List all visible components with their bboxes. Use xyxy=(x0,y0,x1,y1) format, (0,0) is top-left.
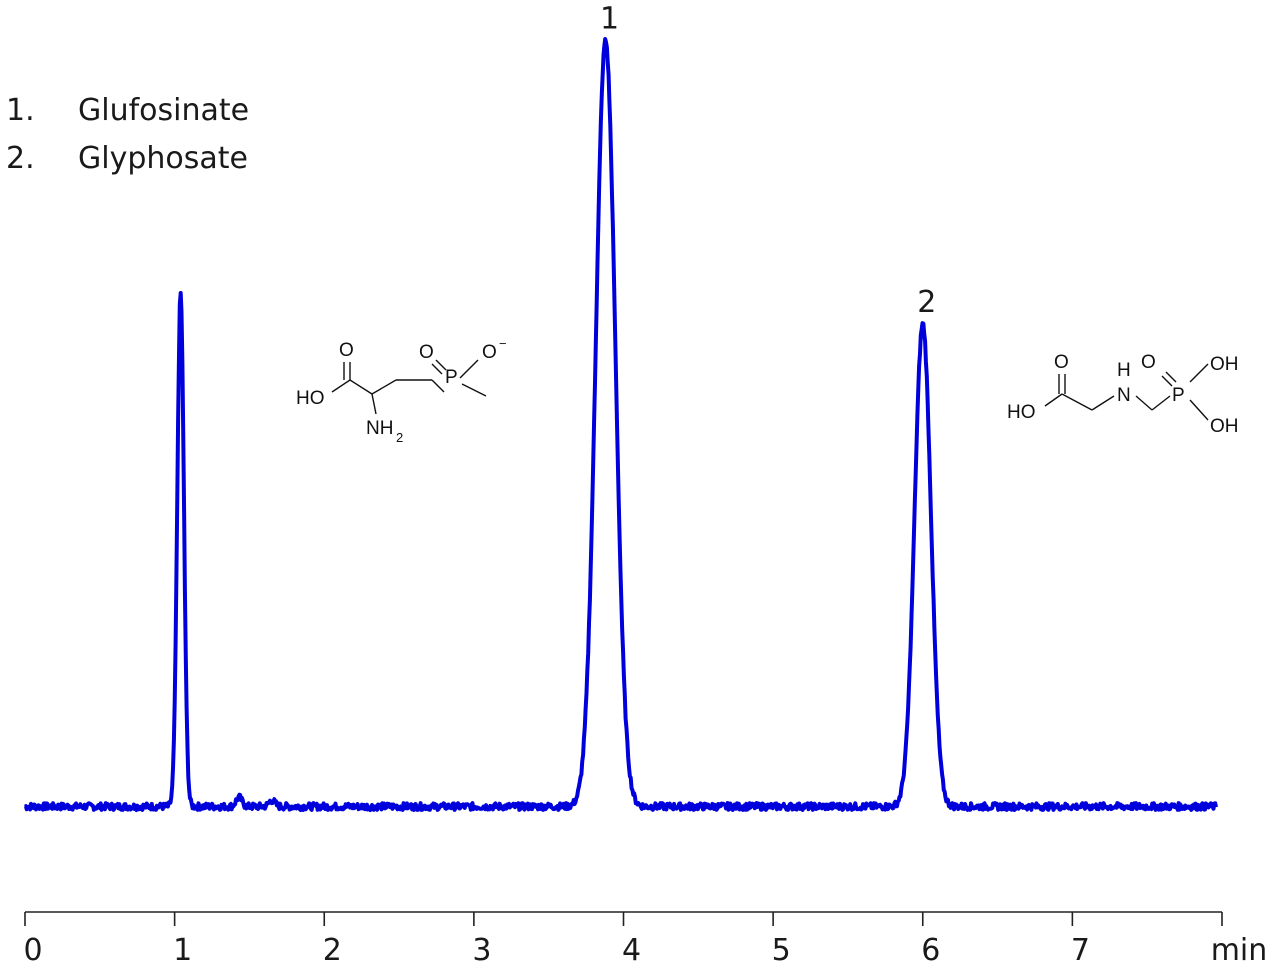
glyphosate-oh-top: OH xyxy=(1210,354,1239,375)
glufosinate-ho: HO xyxy=(296,388,325,409)
glufosinate-nh: NH xyxy=(366,418,393,439)
glyphosate-p: P xyxy=(1172,385,1185,406)
x-axis-label: min xyxy=(1211,933,1268,964)
glufosinate-p: P xyxy=(445,367,458,388)
glyphosate-structure: HO O H N O P OH OH xyxy=(1007,352,1239,437)
glyphosate-h: H xyxy=(1117,360,1131,381)
peak-labels: 12 xyxy=(600,2,936,320)
glufosinate-nh-subscript: 2 xyxy=(396,430,403,445)
glyphosate-carbonyl-o: O xyxy=(1054,352,1069,373)
x-tick-label: 5 xyxy=(772,933,791,964)
glufosinate-o-minus: O xyxy=(482,342,497,363)
glufosinate-minus: − xyxy=(499,336,507,351)
x-tick-label: 3 xyxy=(472,933,491,964)
x-axis: 0 1 2 3 4 5 6 7 min xyxy=(23,911,1268,964)
x-tick-label: 7 xyxy=(1071,933,1090,964)
glyphosate-ho: HO xyxy=(1007,402,1036,423)
glyphosate-po-o: O xyxy=(1141,352,1156,373)
peak-label-2: 2 xyxy=(917,285,936,320)
x-tick-label: 1 xyxy=(173,933,192,964)
x-tick-label: 4 xyxy=(622,933,641,964)
glufosinate-structure: HO O NH 2 O P O − xyxy=(296,336,507,445)
x-tick-label: 0 xyxy=(23,933,42,964)
glufosinate-po-o: O xyxy=(419,342,434,363)
peak-label-1: 1 xyxy=(600,2,619,37)
x-tick-label: 2 xyxy=(323,933,342,964)
legend: 1. Glufosinate 2. Glyphosate xyxy=(6,93,249,176)
glyphosate-n: N xyxy=(1117,385,1131,406)
glufosinate-carbonyl-o: O xyxy=(339,340,354,361)
legend-num-1: 1. xyxy=(6,93,35,128)
chromatogram-trace xyxy=(23,37,1218,812)
legend-entry-glufosinate: Glufosinate xyxy=(78,93,249,128)
glyphosate-oh-bottom: OH xyxy=(1210,416,1239,437)
legend-entry-glyphosate: Glyphosate xyxy=(78,141,248,176)
x-tick-label: 6 xyxy=(921,933,940,964)
legend-num-2: 2. xyxy=(6,141,35,176)
